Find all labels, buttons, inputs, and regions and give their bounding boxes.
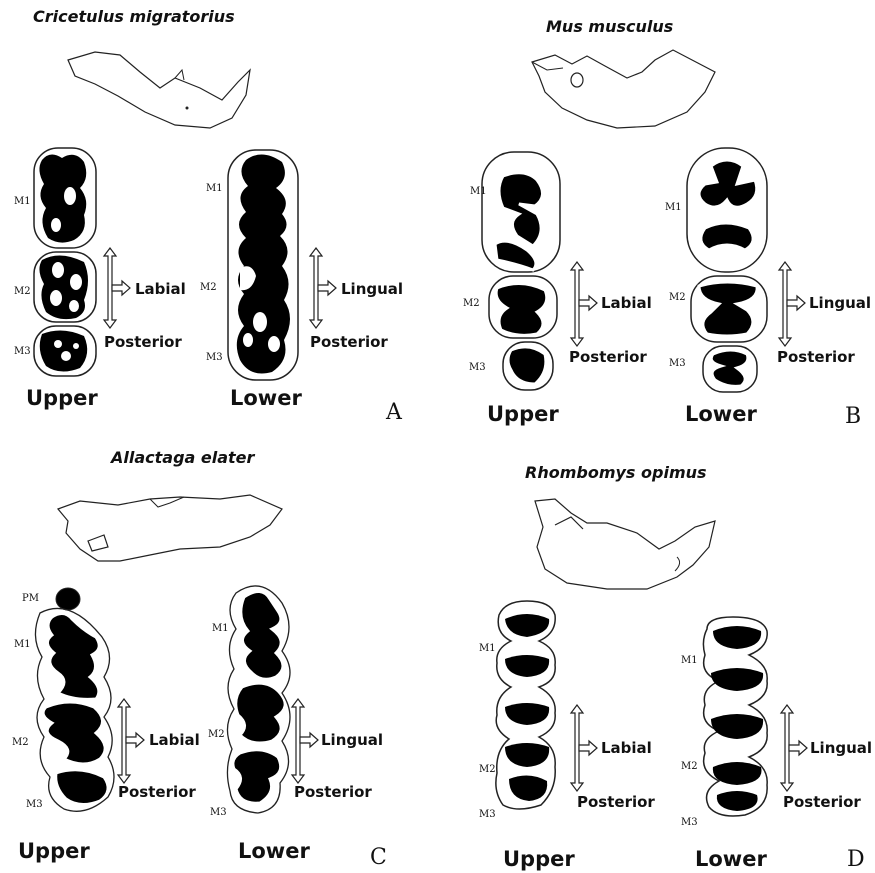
posterior-label: Posterior [569, 348, 647, 366]
lingual-label: Lingual [810, 739, 872, 757]
lingual-label: Lingual [809, 294, 871, 312]
lingual-label: Lingual [341, 280, 403, 298]
labial-label: Labial [149, 731, 200, 749]
panel-letter: A [386, 400, 402, 425]
direction-arrows [0, 0, 437, 436]
direction-arrows [437, 0, 874, 436]
panel-letter: C [370, 845, 387, 870]
labial-label: Labial [601, 739, 652, 757]
labial-label: Labial [601, 294, 652, 312]
upper-label: Upper [503, 847, 575, 871]
panel-letter: D [847, 847, 865, 872]
panel-d: Rhombomys opimus M1 M2 M3 M1 M2 M3 Labia… [437, 437, 874, 873]
lingual-label: Lingual [321, 731, 383, 749]
panel-c: Allactaga elater PM M1 M2 M3 M1 M2 M3 La… [0, 437, 437, 873]
lower-label: Lower [230, 386, 302, 410]
posterior-label: Posterior [310, 333, 388, 351]
lower-label: Lower [695, 847, 767, 871]
lower-label: Lower [685, 402, 757, 426]
upper-label: Upper [487, 402, 559, 426]
upper-label: Upper [18, 839, 90, 863]
upper-label: Upper [26, 386, 98, 410]
posterior-label: Posterior [294, 783, 372, 801]
posterior-label: Posterior [783, 793, 861, 811]
panel-b: Mus musculus M1 M2 M3 M1 M2 M3 Labial Po… [437, 0, 874, 436]
panel-a: Cricetulus migratorius M1 M2 M3 M1 M2 M3 [0, 0, 437, 436]
lower-label: Lower [238, 839, 310, 863]
panel-letter: B [845, 404, 861, 429]
posterior-label: Posterior [777, 348, 855, 366]
labial-label: Labial [135, 280, 186, 298]
posterior-label: Posterior [118, 783, 196, 801]
posterior-label: Posterior [104, 333, 182, 351]
posterior-label: Posterior [577, 793, 655, 811]
direction-arrows [0, 437, 437, 873]
